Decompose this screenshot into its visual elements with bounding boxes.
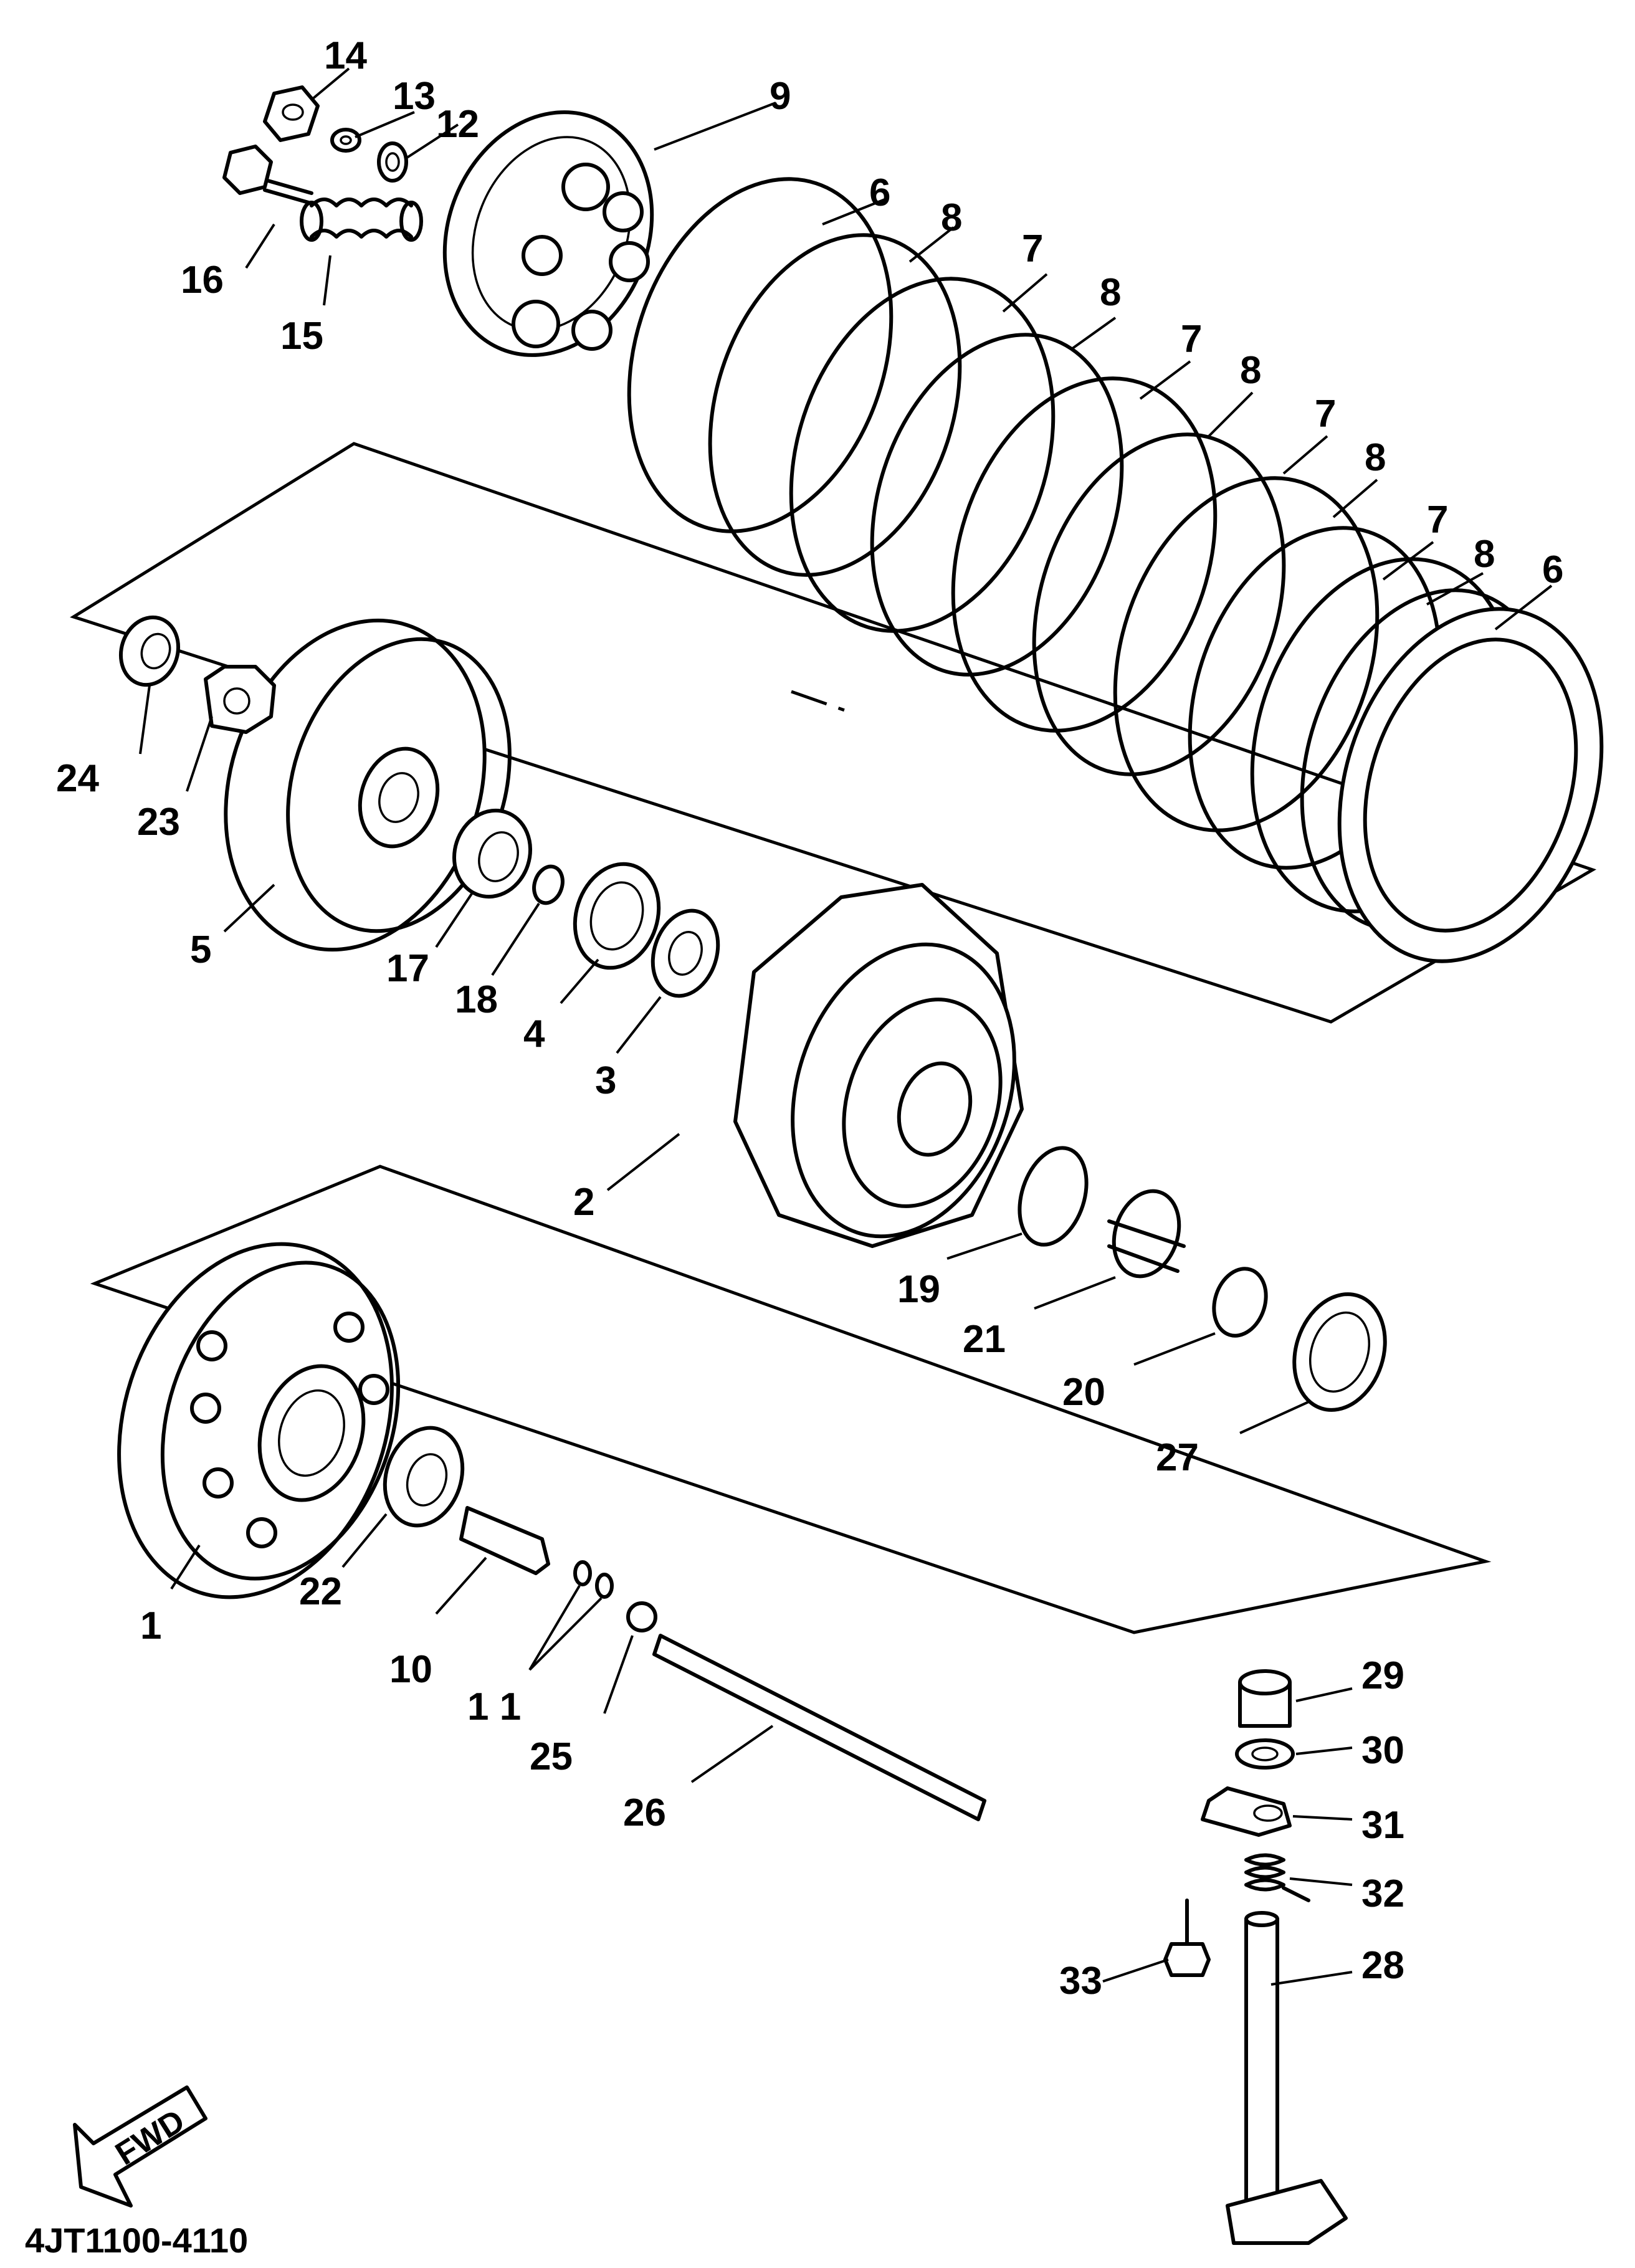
- callout-14: 14: [324, 34, 367, 77]
- bearing-4: [573, 862, 661, 970]
- callout-23: 23: [137, 801, 180, 844]
- friction-plate-6-bottom: [1337, 607, 1604, 963]
- callout-9: 9: [770, 75, 791, 118]
- push-lever-shaft-28: [1226, 1911, 1348, 2245]
- washer-13: [330, 128, 361, 153]
- spring-15: [300, 198, 423, 242]
- callout-3: 3: [595, 1059, 616, 1102]
- callout-18: 18: [455, 978, 498, 1021]
- callout-29: 29: [1361, 1654, 1404, 1697]
- lower-assembly-frame: [90, 1165, 1492, 1634]
- friction-plate-6-top: [627, 177, 894, 533]
- clutch-boss-5: [224, 618, 512, 952]
- bolt-33: [1163, 1899, 1211, 1977]
- callout-11: 1 1: [467, 1685, 521, 1728]
- callout-7-b: 7: [1181, 318, 1202, 361]
- friction-plate-7-a: [789, 277, 1056, 633]
- callout-26: 26: [623, 1791, 666, 1834]
- oil-seal-27: [1292, 1292, 1387, 1412]
- bolt-16: [222, 145, 313, 204]
- spring-32: [1244, 1853, 1310, 1902]
- callout-25: 25: [530, 1735, 573, 1778]
- needle-bearing-21: [1107, 1189, 1186, 1279]
- primary-driven-gear-1: [117, 1242, 401, 1599]
- callout-7-c: 7: [1315, 393, 1336, 436]
- callout-8-d: 8: [1365, 436, 1386, 479]
- callout-12: 12: [436, 103, 479, 146]
- callout-30: 30: [1361, 1729, 1404, 1772]
- callout-32: 32: [1361, 1872, 1404, 1915]
- clutch-plate-8-c: [1032, 432, 1286, 776]
- callout-6-bottom: 6: [1542, 548, 1563, 591]
- callout-17: 17: [386, 947, 429, 990]
- lock-washer-23: [204, 665, 276, 734]
- pressure-plate: [442, 110, 654, 357]
- callout-31: 31: [1361, 1804, 1404, 1847]
- callout-27: 27: [1156, 1436, 1199, 1479]
- callout-1: 1: [140, 1604, 161, 1647]
- callout-5: 5: [190, 928, 211, 971]
- callout-20: 20: [1062, 1371, 1105, 1414]
- friction-plate-7-b: [951, 376, 1218, 733]
- clutch-plate-8-a: [708, 233, 962, 577]
- callout-28: 28: [1361, 1944, 1404, 1987]
- diagram-code: 4JT1100-4110: [25, 2221, 248, 2260]
- callout-19: 19: [897, 1268, 940, 1311]
- callout-8-e: 8: [1474, 533, 1495, 576]
- callout-13: 13: [393, 75, 436, 118]
- nut-14: [263, 85, 320, 142]
- callout-7-d: 7: [1427, 498, 1448, 541]
- collar-12: [377, 141, 408, 183]
- callout-15: 15: [280, 315, 323, 358]
- fwd-arrow-icon: FWD: [73, 2085, 207, 2208]
- spacer-20: [1212, 1267, 1268, 1338]
- callout-10: 10: [389, 1648, 432, 1691]
- callout-22: 22: [299, 1570, 342, 1613]
- oil-seal-30: [1235, 1738, 1295, 1770]
- o-rings-11: [573, 1560, 614, 1599]
- collar-17: [452, 808, 533, 899]
- leader-lines: [139, 67, 1553, 1986]
- callout-8-a: 8: [941, 196, 962, 239]
- callout-16: 16: [181, 259, 224, 302]
- callout-2: 2: [573, 1181, 594, 1224]
- nut-24: [118, 615, 181, 687]
- callout-33: 33: [1059, 1960, 1102, 2003]
- callout-4: 4: [523, 1012, 545, 1055]
- ball-25: [626, 1601, 657, 1632]
- circlip-19: [1018, 1146, 1089, 1247]
- push-rod-26: [652, 1634, 986, 1821]
- o-ring-18: [532, 864, 565, 905]
- clutch-housing-2: [733, 883, 1024, 1248]
- friction-plate-7-c: [1113, 476, 1380, 832]
- callout-8-b: 8: [1100, 271, 1121, 314]
- callout-7-a: 7: [1022, 227, 1043, 270]
- bushing-29: [1238, 1669, 1292, 1728]
- callout-labels: 14 13 12 9 16 15 6 8 7 8 7 8 7 8 7 8 6 2…: [56, 34, 1563, 2003]
- washer-3: [651, 908, 720, 998]
- plate-31: [1201, 1786, 1292, 1837]
- push-rod-10: [459, 1506, 550, 1575]
- thrust-washer-22: [383, 1426, 465, 1528]
- clutch-plate-8-b: [870, 333, 1124, 677]
- callout-8-c: 8: [1240, 349, 1261, 392]
- callout-21: 21: [963, 1318, 1006, 1361]
- callout-6-top: 6: [869, 171, 890, 214]
- callout-24: 24: [56, 757, 99, 800]
